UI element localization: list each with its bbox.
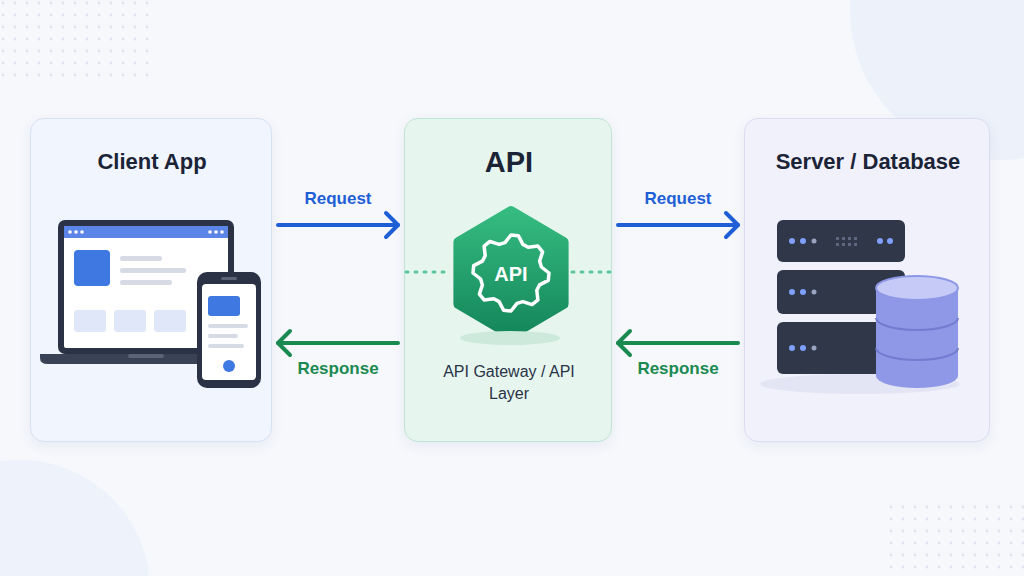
server-panel: Server / Database xyxy=(744,118,990,442)
arrow-head xyxy=(278,331,290,355)
flow-arrow xyxy=(618,331,738,355)
edge-label: Response xyxy=(637,359,718,379)
dotted-link xyxy=(572,271,610,274)
arrow-head xyxy=(726,213,738,237)
dot-grid xyxy=(880,500,1024,576)
arrow-line xyxy=(278,223,398,227)
arrow-line xyxy=(618,223,738,227)
hex-shadow xyxy=(460,331,560,345)
flow-arrow xyxy=(618,213,738,237)
node-subtitle: API Gateway / API Layer xyxy=(439,361,579,405)
node-title: Server / Database xyxy=(745,147,991,177)
api-panel: API API Gateway / API Layer API xyxy=(404,118,612,442)
phone-icon xyxy=(197,272,261,388)
arrow-head xyxy=(618,331,630,355)
server-rack xyxy=(760,220,960,394)
database-icon xyxy=(876,276,958,388)
node-title: API xyxy=(405,143,613,182)
dotted-link xyxy=(406,271,450,274)
flow-arrow xyxy=(278,213,398,237)
laptop-icon xyxy=(40,220,252,364)
edge-label: Request xyxy=(304,189,371,209)
node-title: Client App xyxy=(31,147,273,177)
edge-label: Request xyxy=(644,189,711,209)
arrow-line xyxy=(618,341,738,345)
arrow-head xyxy=(386,213,398,237)
arrow-line xyxy=(278,341,398,345)
edge-label: Response xyxy=(297,359,378,379)
flow-arrow xyxy=(278,331,398,355)
bg-circle xyxy=(0,460,150,576)
dot-grid xyxy=(0,0,150,80)
client-panel: Client App xyxy=(30,118,272,442)
node-title: API xyxy=(450,261,572,288)
api-hexagon: API xyxy=(450,205,572,341)
